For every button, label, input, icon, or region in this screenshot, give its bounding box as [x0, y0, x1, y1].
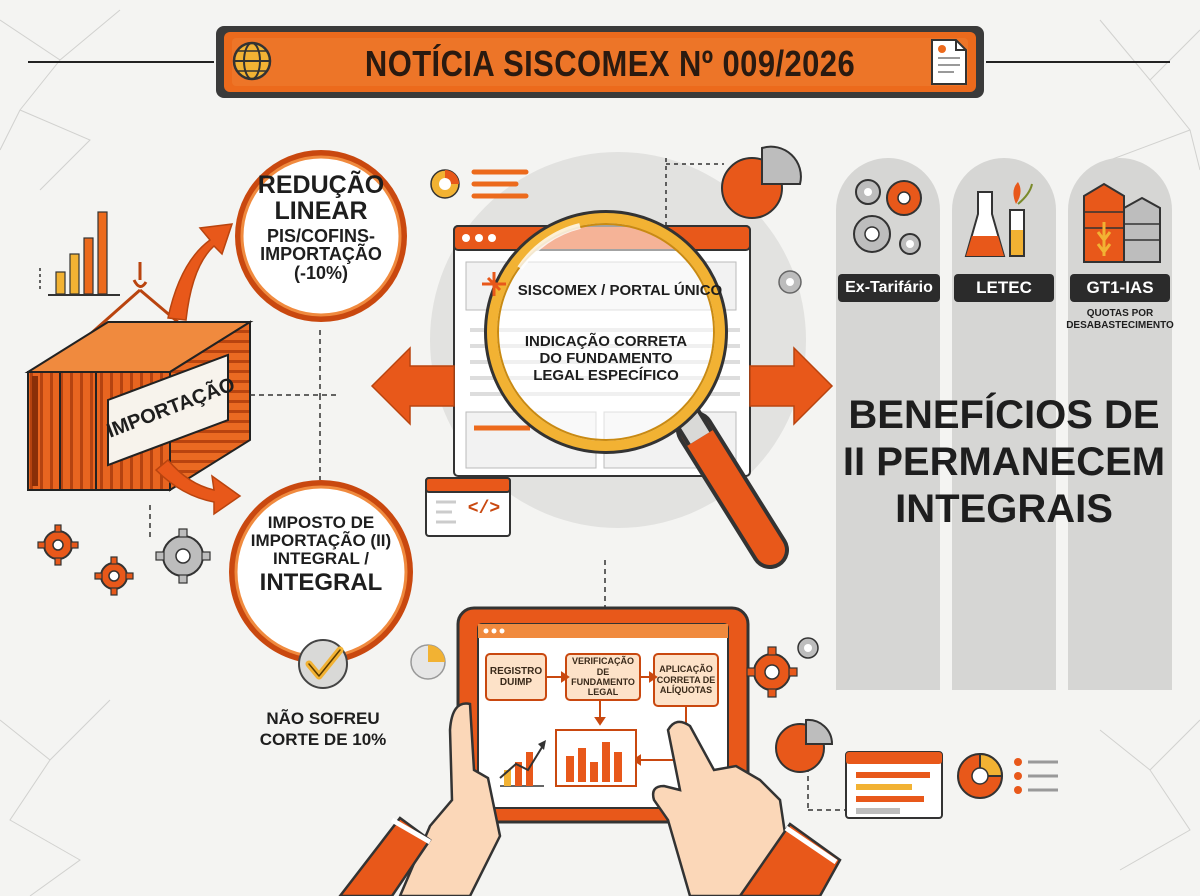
shipping-container — [24, 320, 254, 492]
step-rates-line2: CORRETA DE — [656, 674, 716, 685]
pie-chart-icon — [775, 718, 834, 773]
benefits-headline-line3: INTEGRAIS — [895, 487, 1113, 532]
no-cut-caption-line2: CORTE DE 10% — [259, 730, 387, 750]
bar-chart-icon — [39, 211, 120, 296]
pis-cofins-line5: (-10%) — [293, 263, 348, 284]
header-banner — [216, 26, 984, 98]
down-arrow — [154, 458, 242, 516]
portal-label: SISCOMEX / PORTAL ÚNICO — [517, 282, 723, 299]
gear-icon — [746, 646, 798, 698]
pis-cofins-line2: LINEAR — [274, 197, 368, 226]
check-icon — [298, 639, 348, 689]
tablet — [456, 606, 750, 824]
silo-icon — [1083, 182, 1161, 263]
left-hand — [338, 702, 502, 896]
up-arrow — [167, 223, 234, 321]
donut-chart-icon — [957, 752, 1004, 799]
benefits-headline-line2: II PERMANECEM — [842, 440, 1166, 485]
lens-text: INDICAÇÃO CORRETA DO FUNDAMENTO LEGAL ES… — [508, 333, 704, 384]
gt1-ias-subtitle: QUOTAS POR DESABASTECIMENTO — [1066, 308, 1174, 331]
gear-icon — [778, 270, 802, 294]
no-cut-caption: NÃO SOFREU CORTE DE 10% — [240, 708, 406, 751]
lens-line3: LEGAL ESPECÍFICO — [533, 366, 679, 384]
pis-cofins-line3: PIS/COFINS- — [266, 225, 375, 246]
tablet-bar-chart — [555, 729, 637, 787]
benefits-headline-line1: BENEFÍCIOS DE — [848, 393, 1160, 437]
gears-icon — [853, 179, 922, 255]
text-lines-icon — [471, 169, 529, 199]
page-title: NOTÍCIA SISCOMEX Nº 009/2026 — [364, 43, 856, 84]
lens-line1: INDICAÇÃO CORRETA — [524, 333, 688, 350]
step-rates-line1: APLICAÇÃO — [659, 664, 713, 675]
gt1-ias-subtitle-line2: DESABASTECIMENTO — [1066, 319, 1174, 331]
right-arrow — [749, 346, 834, 426]
lens-line2: DO FUNDAMENTO — [539, 349, 673, 367]
code-symbol: </> — [467, 499, 501, 519]
import-tax-line1: IMPOSTO DE — [267, 513, 375, 532]
pis-cofins-circle — [235, 150, 407, 322]
pie-chart-icon — [721, 145, 802, 219]
gear-icon — [797, 637, 819, 659]
import-tax-line4: INTEGRAL — [259, 568, 383, 596]
progress-bars-window — [845, 751, 943, 819]
gt1-ias-subtitle-line1: QUOTAS POR — [1086, 308, 1154, 319]
no-cut-caption-line1: NÃO SOFREU — [266, 709, 380, 728]
pis-cofins-text: REDUÇÃO LINEAR PIS/COFINS- IMPORTAÇÃO (-… — [246, 172, 396, 283]
pie-chart-icon — [410, 644, 446, 680]
gt1-ias-label: GT1-IAS — [1070, 274, 1170, 302]
import-tax-line3: INTEGRAL / — [272, 548, 370, 568]
import-tax-line2: IMPORTAÇÃO (II) — [250, 530, 392, 550]
pis-cofins-line1: REDUÇÃO — [257, 171, 385, 199]
step-duimp: REGISTRO DUIMP — [486, 654, 546, 700]
benefits-headline: BENEFÍCIOS DE II PERMANECEM INTEGRAIS — [836, 392, 1172, 534]
gear-icon — [37, 524, 79, 566]
globe-icon — [232, 41, 272, 81]
import-tax-text: IMPOSTO DE IMPORTAÇÃO (II) INTEGRAL / IN… — [240, 514, 402, 595]
document-icon — [931, 39, 967, 85]
step-legal-basis-line1: VERIFICAÇÃO DE — [571, 656, 634, 677]
gear-icon — [155, 528, 211, 584]
gear-icon — [94, 556, 134, 596]
donut-chart-icon — [430, 169, 460, 199]
network-decoration — [0, 9, 1200, 896]
lab-flask-icon — [964, 182, 1033, 257]
right-hand — [651, 720, 842, 896]
step-legal-basis: VERIFICAÇÃO DE FUNDAMENTO LEGAL — [566, 654, 640, 700]
left-arrow — [370, 346, 455, 426]
step-duimp-line2: DUIMP — [499, 677, 533, 688]
step-duimp-line1: REGISTRO — [489, 665, 543, 677]
tablet-trend-chart — [499, 740, 546, 787]
magnifier-icon — [482, 210, 789, 569]
ex-tarifario-label: Ex-Tarifário — [838, 274, 940, 302]
import-tax-circle — [229, 480, 413, 664]
pis-cofins-line4: IMPORTAÇÃO — [260, 244, 382, 265]
list-icon — [1014, 758, 1058, 794]
step-legal-basis-line2: FUNDAMENTO — [571, 677, 635, 687]
step-rates-line3: ALÍQUOTAS — [659, 685, 713, 696]
step-legal-basis-line3: LEGAL — [587, 687, 619, 698]
letec-label: LETEC — [954, 274, 1054, 302]
step-rates: APLICAÇÃO CORRETA DE ALÍQUOTAS — [654, 654, 718, 706]
code-window-icon — [425, 477, 511, 537]
